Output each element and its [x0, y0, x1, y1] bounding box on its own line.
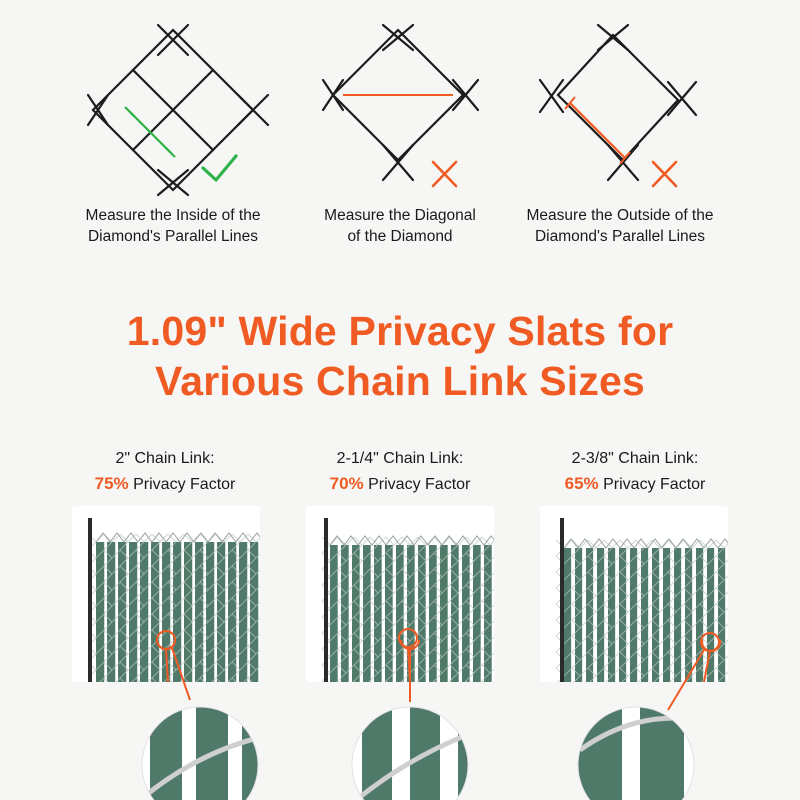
- privacy-slat: [129, 542, 138, 682]
- zoom-2-3-8in: [578, 707, 694, 800]
- privacy-slat: [173, 542, 182, 682]
- measure-diagonal-diagram: [321, 23, 480, 188]
- privacy-percent: 75%: [94, 474, 129, 493]
- measure-outside-caption: Measure the Outside of the Diamond's Par…: [526, 207, 714, 245]
- fence-post: [560, 518, 564, 682]
- privacy-slat: [564, 548, 572, 682]
- fence-post: [324, 518, 328, 682]
- privacy-slat: [663, 548, 671, 682]
- chain-link-2-3-8in-label: 2-3/8" Chain Link: 65% Privacy Factor: [564, 450, 706, 493]
- privacy-slat: [330, 545, 338, 682]
- privacy-slat: [630, 548, 638, 682]
- fence-photo-2in: [72, 506, 260, 682]
- headline-line-2: Various Chain Link Sizes: [154, 358, 646, 404]
- privacy-slat: [608, 548, 616, 682]
- privacy-percent: 70%: [329, 474, 364, 493]
- privacy-slat: [140, 542, 149, 682]
- top-wire: [563, 538, 728, 549]
- privacy-slat: [451, 545, 459, 682]
- privacy-slat: [473, 545, 481, 682]
- privacy-slat: [195, 542, 204, 682]
- measure-outside-diagram: [538, 23, 698, 188]
- privacy-slat: [396, 545, 404, 682]
- privacy-slat: [239, 542, 248, 682]
- headline-line-1: 1.09" Wide Privacy Slats for: [126, 308, 674, 354]
- fence-photo-2-1-4in: [306, 506, 494, 682]
- privacy-slat: [184, 542, 193, 682]
- chain-link-2in-label: 2" Chain Link: 75% Privacy Factor: [94, 450, 236, 493]
- privacy-slat: [619, 548, 627, 682]
- zoom-callouts: [141, 640, 721, 800]
- chain-link-2-1-4in-label: 2-1/4" Chain Link: 70% Privacy Factor: [329, 450, 471, 493]
- privacy-slat: [429, 545, 437, 682]
- callout-line: [703, 650, 711, 682]
- zoom-2in: [142, 707, 258, 800]
- callout-line: [165, 648, 169, 682]
- privacy-slat: [407, 545, 415, 682]
- top-wire: [329, 535, 494, 546]
- privacy-slat: [641, 548, 649, 682]
- x-icon: [651, 160, 678, 188]
- privacy-slat: [674, 548, 682, 682]
- privacy-slat: [363, 545, 371, 682]
- privacy-slat: [228, 542, 237, 682]
- fence-photo-2-3-8in: [540, 506, 728, 682]
- top-wire: [95, 532, 260, 543]
- privacy-slat: [440, 545, 448, 682]
- privacy-slat: [96, 542, 105, 682]
- privacy-slat: [696, 548, 704, 682]
- privacy-slat: [162, 542, 171, 682]
- measure-inside-caption: Measure the Inside of the Diamond's Para…: [85, 207, 261, 245]
- privacy-slat: [217, 542, 226, 682]
- privacy-slat: [250, 542, 259, 682]
- privacy-slat: [586, 548, 594, 682]
- zoom-2-1-4in: [352, 707, 468, 800]
- privacy-slat: [462, 545, 470, 682]
- privacy-slat: [597, 548, 605, 682]
- privacy-slat: [352, 545, 360, 682]
- measure-diagonal-caption: Measure the Diagonal of the Diamond: [324, 207, 476, 245]
- check-icon: [201, 154, 238, 182]
- privacy-percent: 65%: [564, 474, 599, 493]
- fence-post: [88, 518, 92, 682]
- headline: 1.09" Wide Privacy Slats for Various Cha…: [0, 306, 800, 406]
- privacy-slat: [575, 548, 583, 682]
- x-icon: [431, 160, 458, 188]
- privacy-slat: [206, 542, 215, 682]
- privacy-slat: [151, 542, 160, 682]
- privacy-slat: [484, 545, 492, 682]
- privacy-slat: [341, 545, 349, 682]
- privacy-slat: [374, 545, 382, 682]
- privacy-slat: [652, 548, 660, 682]
- measure-inside-diagram: [86, 23, 270, 197]
- privacy-slat: [107, 542, 116, 682]
- privacy-slat: [707, 548, 715, 682]
